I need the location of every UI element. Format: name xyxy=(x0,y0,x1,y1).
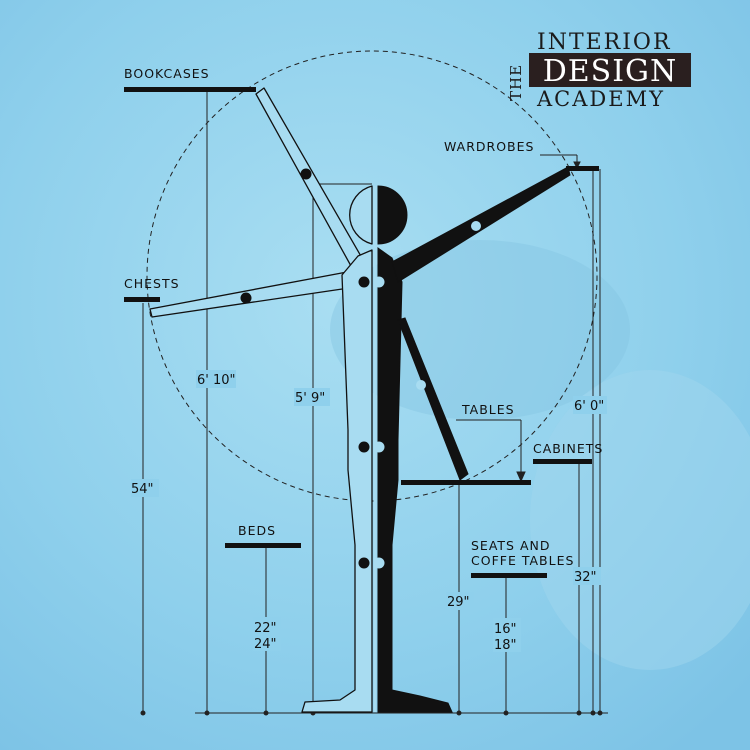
logo-interior: INTERIOR xyxy=(537,30,672,55)
label-tables: TABLES xyxy=(461,402,515,417)
label-bookcases: BOOKCASES xyxy=(124,66,210,81)
label-seats-line1: SEATS AND xyxy=(471,538,550,553)
logo: THE INTERIOR DESIGN ACADEMY xyxy=(507,30,691,111)
dim-beds-max: 24" xyxy=(254,637,277,652)
label-chests: CHESTS xyxy=(124,276,180,291)
label-seats-line2: COFFE TABLES xyxy=(471,553,574,568)
logo-the: THE xyxy=(507,64,525,101)
dimension-values: 6' 10" 5' 9" 6' 0" 54" 22" 24" 29" 16" 1… xyxy=(131,370,607,653)
joints xyxy=(240,168,481,569)
dim-seats-max: 18" xyxy=(494,638,517,653)
beds-bar xyxy=(225,543,301,548)
dim-chests: 54" xyxy=(131,482,154,497)
figure-right-half xyxy=(377,166,571,713)
cabinets-bar xyxy=(533,459,592,464)
label-wardrobes: WARDROBES xyxy=(444,139,534,154)
bookcases-bar xyxy=(124,87,256,92)
dim-wardrobes: 6' 0" xyxy=(574,399,604,414)
paper-stain xyxy=(530,370,750,670)
label-beds: BEDS xyxy=(238,523,276,538)
label-cabinets: CABINETS xyxy=(533,441,603,456)
chests-bar xyxy=(124,297,160,302)
logo-design-box xyxy=(529,53,691,87)
dim-cabinets: 32" xyxy=(574,570,597,585)
furniture-bars xyxy=(124,87,599,578)
dim-beds-min: 22" xyxy=(254,621,277,636)
wardrobes-bar xyxy=(566,166,599,171)
dim-tables: 29" xyxy=(447,595,470,610)
dim-figure: 5' 9" xyxy=(295,391,325,406)
dim-bookcases: 6' 10" xyxy=(197,373,236,388)
logo-academy: ACADEMY xyxy=(536,87,665,111)
seats-bar xyxy=(471,573,547,578)
tables-bar xyxy=(401,480,531,485)
logo-design: DESIGN xyxy=(543,54,678,89)
paper-stain xyxy=(330,240,630,420)
dim-seats-min: 16" xyxy=(494,622,517,637)
